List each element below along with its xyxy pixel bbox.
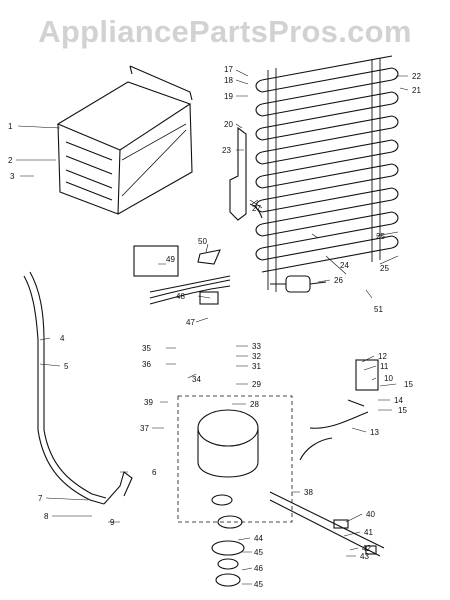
callout-44: 44: [254, 534, 263, 543]
tubing: [23, 271, 133, 505]
callout-7: 7: [38, 494, 43, 503]
callout-43: 43: [360, 552, 369, 561]
callout-24: 24: [340, 261, 349, 270]
callout-39: 39: [144, 398, 153, 407]
callout-22: 22: [412, 72, 421, 81]
callout-8: 8: [44, 512, 49, 521]
callout-49: 49: [166, 255, 175, 264]
callout-37: 37: [140, 424, 149, 433]
callout-38: 38: [304, 488, 313, 497]
callout-51: 51: [374, 305, 383, 314]
evaporator-assembly: [56, 65, 193, 215]
callout-35: 35: [142, 344, 151, 353]
callout-19: 19: [224, 92, 233, 101]
base-rail: [269, 491, 385, 557]
callout-14: 14: [394, 396, 403, 405]
callout-13: 13: [370, 428, 379, 437]
callout-25b: 25: [380, 264, 389, 273]
callout-28: 28: [250, 400, 259, 409]
start-relay: [299, 359, 379, 461]
callout-4: 4: [60, 334, 65, 343]
leader-lines: [16, 69, 409, 585]
callout-40: 40: [366, 510, 375, 519]
callout-20: 20: [224, 120, 233, 129]
mounting-bracket: [229, 126, 263, 221]
watermark: AppliancePartsPros.com: [38, 14, 412, 49]
callout-21: 21: [412, 86, 421, 95]
filter-drier: [270, 275, 327, 293]
callout-26: 26: [334, 276, 343, 285]
callout-15a: 15: [404, 380, 413, 389]
callout-23: 23: [222, 146, 231, 155]
callout-42: 42: [362, 544, 371, 553]
wiring-harness: [133, 245, 231, 305]
callout-9: 9: [110, 518, 115, 527]
callout-48: 48: [176, 292, 185, 301]
callout-15b: 15: [398, 406, 407, 415]
callout-45a: 45: [254, 548, 263, 557]
callout-17: 17: [224, 65, 233, 74]
callout-12: 12: [378, 352, 387, 361]
callout-50: 50: [198, 237, 207, 246]
callout-1: 1: [8, 122, 13, 131]
callout-29: 29: [252, 380, 261, 389]
callout-34: 34: [192, 375, 201, 384]
callout-27: 27: [252, 204, 261, 213]
callout-31: 31: [252, 362, 261, 371]
callout-45b: 45: [254, 580, 263, 589]
compressor: [177, 395, 293, 587]
callout-47: 47: [186, 318, 195, 327]
callout-3: 3: [10, 172, 15, 181]
callout-6: 6: [152, 468, 157, 477]
callout-2: 2: [8, 156, 13, 165]
callout-10: 10: [384, 374, 393, 383]
condenser-coil: [255, 55, 399, 292]
callout-33: 33: [252, 342, 261, 351]
callout-36: 36: [142, 360, 151, 369]
callout-11: 11: [380, 362, 389, 371]
callout-46: 46: [254, 564, 263, 573]
callout-5: 5: [64, 362, 69, 371]
callout-25a: 25: [376, 232, 385, 241]
callout-18: 18: [224, 76, 233, 85]
callout-32: 32: [252, 352, 261, 361]
callout-41: 41: [364, 528, 373, 537]
